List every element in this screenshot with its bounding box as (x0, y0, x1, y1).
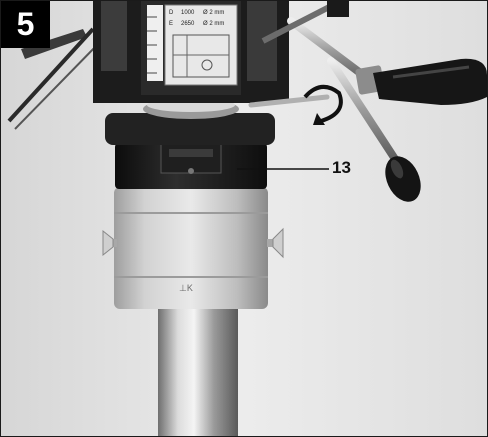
feed-handle-rear (261, 1, 349, 44)
plate-row1-left: D (169, 10, 174, 16)
svg-text:⊥K: ⊥K (179, 283, 193, 293)
locking-lever (248, 94, 330, 108)
step-number-badge: 5 (1, 1, 50, 48)
clamp-block-top (169, 149, 213, 157)
feed-handle-lower (327, 57, 421, 202)
left-cable (21, 29, 87, 59)
wing-screw-left (102, 229, 117, 257)
feed-handle-upper (287, 17, 487, 105)
settings-plate (164, 4, 238, 86)
depth-ruler (147, 5, 163, 81)
plate-row1-right: Ø 2 mm (203, 10, 224, 16)
left-rod-shadow (14, 40, 102, 130)
rotation-arrow (303, 85, 343, 123)
left-rod (7, 27, 95, 123)
rotation-arrow-head (313, 113, 325, 125)
housing-left-detail (101, 1, 127, 71)
clamp-screw (188, 168, 194, 174)
depth-stop-collar (114, 187, 268, 309)
column (158, 293, 238, 436)
callout-label: 13 (332, 158, 351, 177)
plate-row2-right: Ø 2 mm (203, 21, 224, 27)
housing-right-detail (247, 1, 277, 81)
plate-row2-left: E (169, 21, 173, 27)
wing-screw-right (267, 227, 284, 259)
plate-row1-mid: 1000 (181, 10, 195, 16)
plate-row2-mid: 2650 (181, 21, 195, 27)
housing-base (105, 113, 275, 145)
plate-diagram (172, 34, 230, 78)
